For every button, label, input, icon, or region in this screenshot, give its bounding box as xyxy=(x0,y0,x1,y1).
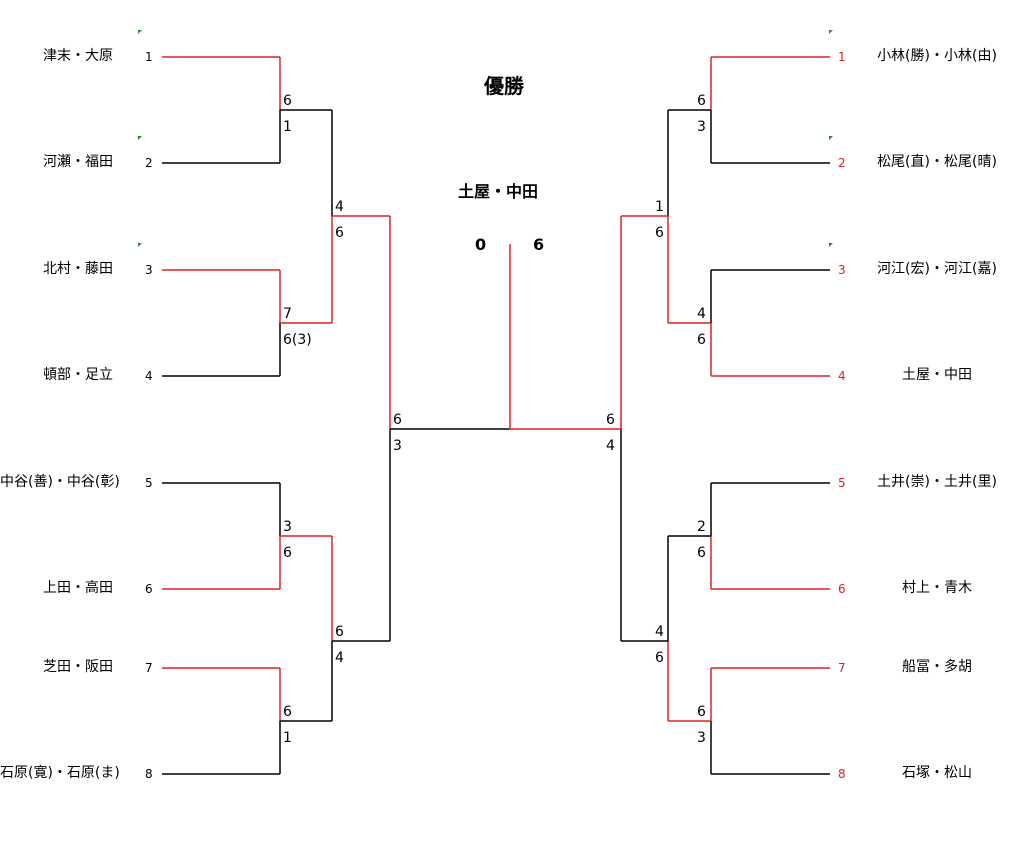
left-seed-number: 5 xyxy=(145,476,153,490)
right-seed-number: 1 xyxy=(838,50,846,64)
right-r3-score-bottom: 4 xyxy=(606,438,615,454)
left-seed-number: 2 xyxy=(145,156,153,170)
left-r1-score-bottom: 1 xyxy=(283,730,292,746)
left-r2-score-top: 6 xyxy=(335,624,344,640)
right-r1-score-bottom: 3 xyxy=(697,730,706,746)
champion-name: 土屋・中田 xyxy=(458,182,539,201)
left-r1-score-top: 7 xyxy=(283,306,292,322)
left-r2-score-bottom: 6 xyxy=(335,225,344,241)
right-team-name: 松尾(直)・松尾(晴) xyxy=(877,154,997,170)
right-seed-number: 5 xyxy=(838,476,846,490)
left-seed-number: 4 xyxy=(145,369,153,383)
right-seed-number: 2 xyxy=(838,156,846,170)
right-team-name: 土屋・中田 xyxy=(902,367,972,383)
left-r1-score-bottom: 6(3) xyxy=(283,332,312,348)
right-r1-score-top: 6 xyxy=(697,93,706,109)
right-team-name: 村上・青木 xyxy=(902,580,972,596)
left-r3-score-bottom: 3 xyxy=(393,438,402,454)
left-team-name: 河瀬・福田 xyxy=(43,154,113,170)
left-seed-number: 8 xyxy=(145,767,153,781)
right-r1-score-top: 6 xyxy=(697,704,706,720)
final-score-right: 6 xyxy=(533,235,545,254)
right-r1-score-bottom: 3 xyxy=(697,119,706,135)
right-seed-number: 3 xyxy=(838,263,846,277)
left-team-name: 北村・藤田 xyxy=(43,261,113,277)
seed-mark-right xyxy=(829,243,833,247)
left-r1-score-bottom: 6 xyxy=(283,545,292,561)
left-team-name: 芝田・阪田 xyxy=(43,659,113,675)
seed-mark-left xyxy=(138,243,142,247)
left-r1-score-top: 3 xyxy=(283,519,292,535)
right-seed-number: 4 xyxy=(838,369,846,383)
right-team-name: 河江(宏)・河江(嘉) xyxy=(877,261,997,277)
right-team-name: 船冨・多胡 xyxy=(902,659,972,675)
right-r2-score-bottom: 6 xyxy=(655,650,664,666)
right-seed-number: 8 xyxy=(838,767,846,781)
seed-mark-left xyxy=(138,30,142,34)
left-seed-number: 6 xyxy=(145,582,153,596)
left-team-name: 中谷(善)・中谷(彰) xyxy=(0,474,120,490)
right-seed-number: 7 xyxy=(838,661,846,675)
seed-mark-right xyxy=(829,30,833,34)
right-team-name: 土井(崇)・土井(里) xyxy=(877,474,997,490)
right-r1-score-top: 4 xyxy=(697,306,706,322)
right-r1-score-top: 2 xyxy=(697,519,706,535)
right-seed-number: 6 xyxy=(838,582,846,596)
final-score-left: 0 xyxy=(475,235,487,254)
left-team-name: 津末・大原 xyxy=(43,48,113,64)
right-team-name: 小林(勝)・小林(由) xyxy=(877,48,997,64)
right-r2-score-bottom: 6 xyxy=(655,225,664,241)
left-r2-score-bottom: 4 xyxy=(335,650,344,666)
right-r2-score-top: 1 xyxy=(655,199,664,215)
right-r1-score-bottom: 6 xyxy=(697,332,706,348)
seed-mark-left xyxy=(138,136,142,140)
right-r2-score-top: 4 xyxy=(655,624,664,640)
left-r2-score-top: 4 xyxy=(335,199,344,215)
right-r1-score-bottom: 6 xyxy=(697,545,706,561)
left-r1-score-bottom: 1 xyxy=(283,119,292,135)
left-r3-score-top: 6 xyxy=(393,412,402,428)
left-r1-score-top: 6 xyxy=(283,704,292,720)
left-team-name: 頓部・足立 xyxy=(43,367,113,383)
seed-mark-right xyxy=(829,136,833,140)
left-r1-score-top: 6 xyxy=(283,93,292,109)
left-seed-number: 7 xyxy=(145,661,153,675)
left-team-name: 上田・高田 xyxy=(43,580,113,596)
left-seed-number: 3 xyxy=(145,263,153,277)
page-title: 優勝 xyxy=(484,74,524,98)
right-team-name: 石塚・松山 xyxy=(902,765,972,781)
right-r3-score-top: 6 xyxy=(606,412,615,428)
left-seed-number: 1 xyxy=(145,50,153,64)
left-team-name: 石原(寛)・石原(ま) xyxy=(0,765,120,781)
